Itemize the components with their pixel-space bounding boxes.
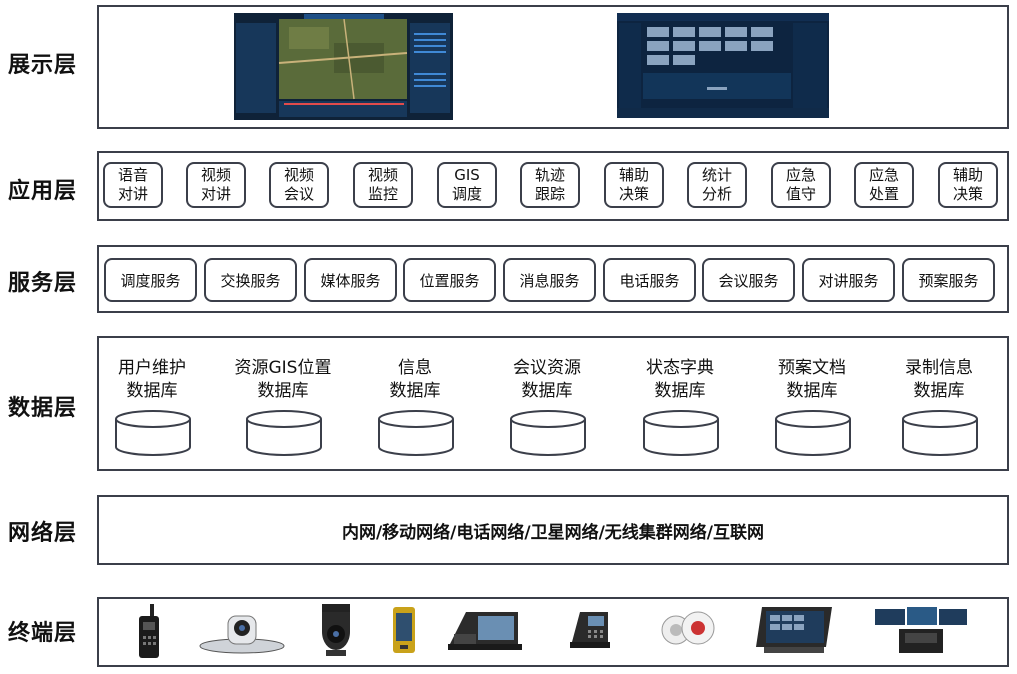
database-item: 会议资源 数据库 xyxy=(497,357,597,461)
database-label: 状态字典 数据库 xyxy=(646,358,714,401)
rugged-phone-icon xyxy=(391,605,417,659)
database-cylinder-icon xyxy=(775,410,851,456)
app-item: 语音 对讲 xyxy=(103,162,163,208)
ceiling-speaker-icon xyxy=(660,606,716,656)
service-item: 会议服务 xyxy=(702,258,795,302)
app-item: 应急 值守 xyxy=(771,162,831,208)
layer-label-terminal: 终端层 xyxy=(8,621,78,646)
service-item: 媒体服务 xyxy=(304,258,397,302)
dome-camera-icon xyxy=(318,602,354,662)
database-label: 资源GIS位置 数据库 xyxy=(234,358,332,401)
multi-screen-console-icon xyxy=(873,605,969,659)
database-label: 预案文档 数据库 xyxy=(778,358,846,401)
ptz-conference-camera-icon xyxy=(198,608,286,658)
layer-label-data: 数据层 xyxy=(8,396,78,421)
dispatch-tablet-console-icon xyxy=(754,603,834,659)
gis-map-screenshot xyxy=(234,13,453,120)
service-item: 消息服务 xyxy=(503,258,596,302)
database-item: 预案文档 数据库 xyxy=(762,357,862,461)
video-desk-phone-icon xyxy=(448,604,522,656)
app-item: 统计 分析 xyxy=(687,162,747,208)
service-item: 位置服务 xyxy=(403,258,496,302)
network-layer-band: 内网/移动网络/电话网络/卫星网络/无线集群网络/互联网 xyxy=(97,495,1009,565)
service-item: 预案服务 xyxy=(902,258,995,302)
database-label: 会议资源 数据库 xyxy=(513,358,581,401)
layer-label-display: 展示层 xyxy=(8,53,78,78)
service-item: 调度服务 xyxy=(104,258,197,302)
database-cylinder-icon xyxy=(902,410,978,456)
database-cylinder-icon xyxy=(510,410,586,456)
database-cylinder-icon xyxy=(643,410,719,456)
database-item: 状态字典 数据库 xyxy=(630,357,730,461)
service-item: 交换服务 xyxy=(204,258,297,302)
database-item: 信息 数据库 xyxy=(365,357,465,461)
database-cylinder-icon xyxy=(246,410,322,456)
database-cylinder-icon xyxy=(115,410,191,456)
network-description: 内网/移动网络/电话网络/卫星网络/无线集群网络/互联网 xyxy=(341,522,765,543)
database-item: 资源GIS位置 数据库 xyxy=(233,357,333,461)
service-item: 对讲服务 xyxy=(802,258,895,302)
database-cylinder-icon xyxy=(378,410,454,456)
app-item: 视频 对讲 xyxy=(186,162,246,208)
service-item: 电话服务 xyxy=(603,258,696,302)
database-label: 录制信息 数据库 xyxy=(905,358,973,401)
database-label: 用户维护 数据库 xyxy=(118,358,186,401)
app-item: 辅助 决策 xyxy=(938,162,998,208)
app-item: 轨迹 跟踪 xyxy=(520,162,580,208)
dispatch-console-screenshot xyxy=(617,13,829,118)
layer-label-network: 网络层 xyxy=(8,521,78,546)
walkie-talkie-icon xyxy=(134,602,162,664)
layer-label-service: 服务层 xyxy=(8,271,78,296)
app-item: GIS 调度 xyxy=(437,162,497,208)
database-label: 信息 数据库 xyxy=(389,358,441,401)
app-item: 应急 处置 xyxy=(854,162,914,208)
app-item: 辅助 决策 xyxy=(604,162,664,208)
database-item: 用户维护 数据库 xyxy=(102,357,202,461)
database-item: 录制信息 数据库 xyxy=(889,357,989,461)
app-item: 视频 会议 xyxy=(269,162,329,208)
ip-phone-icon xyxy=(568,606,612,654)
layer-label-application: 应用层 xyxy=(8,179,78,204)
app-item: 视频 监控 xyxy=(353,162,413,208)
